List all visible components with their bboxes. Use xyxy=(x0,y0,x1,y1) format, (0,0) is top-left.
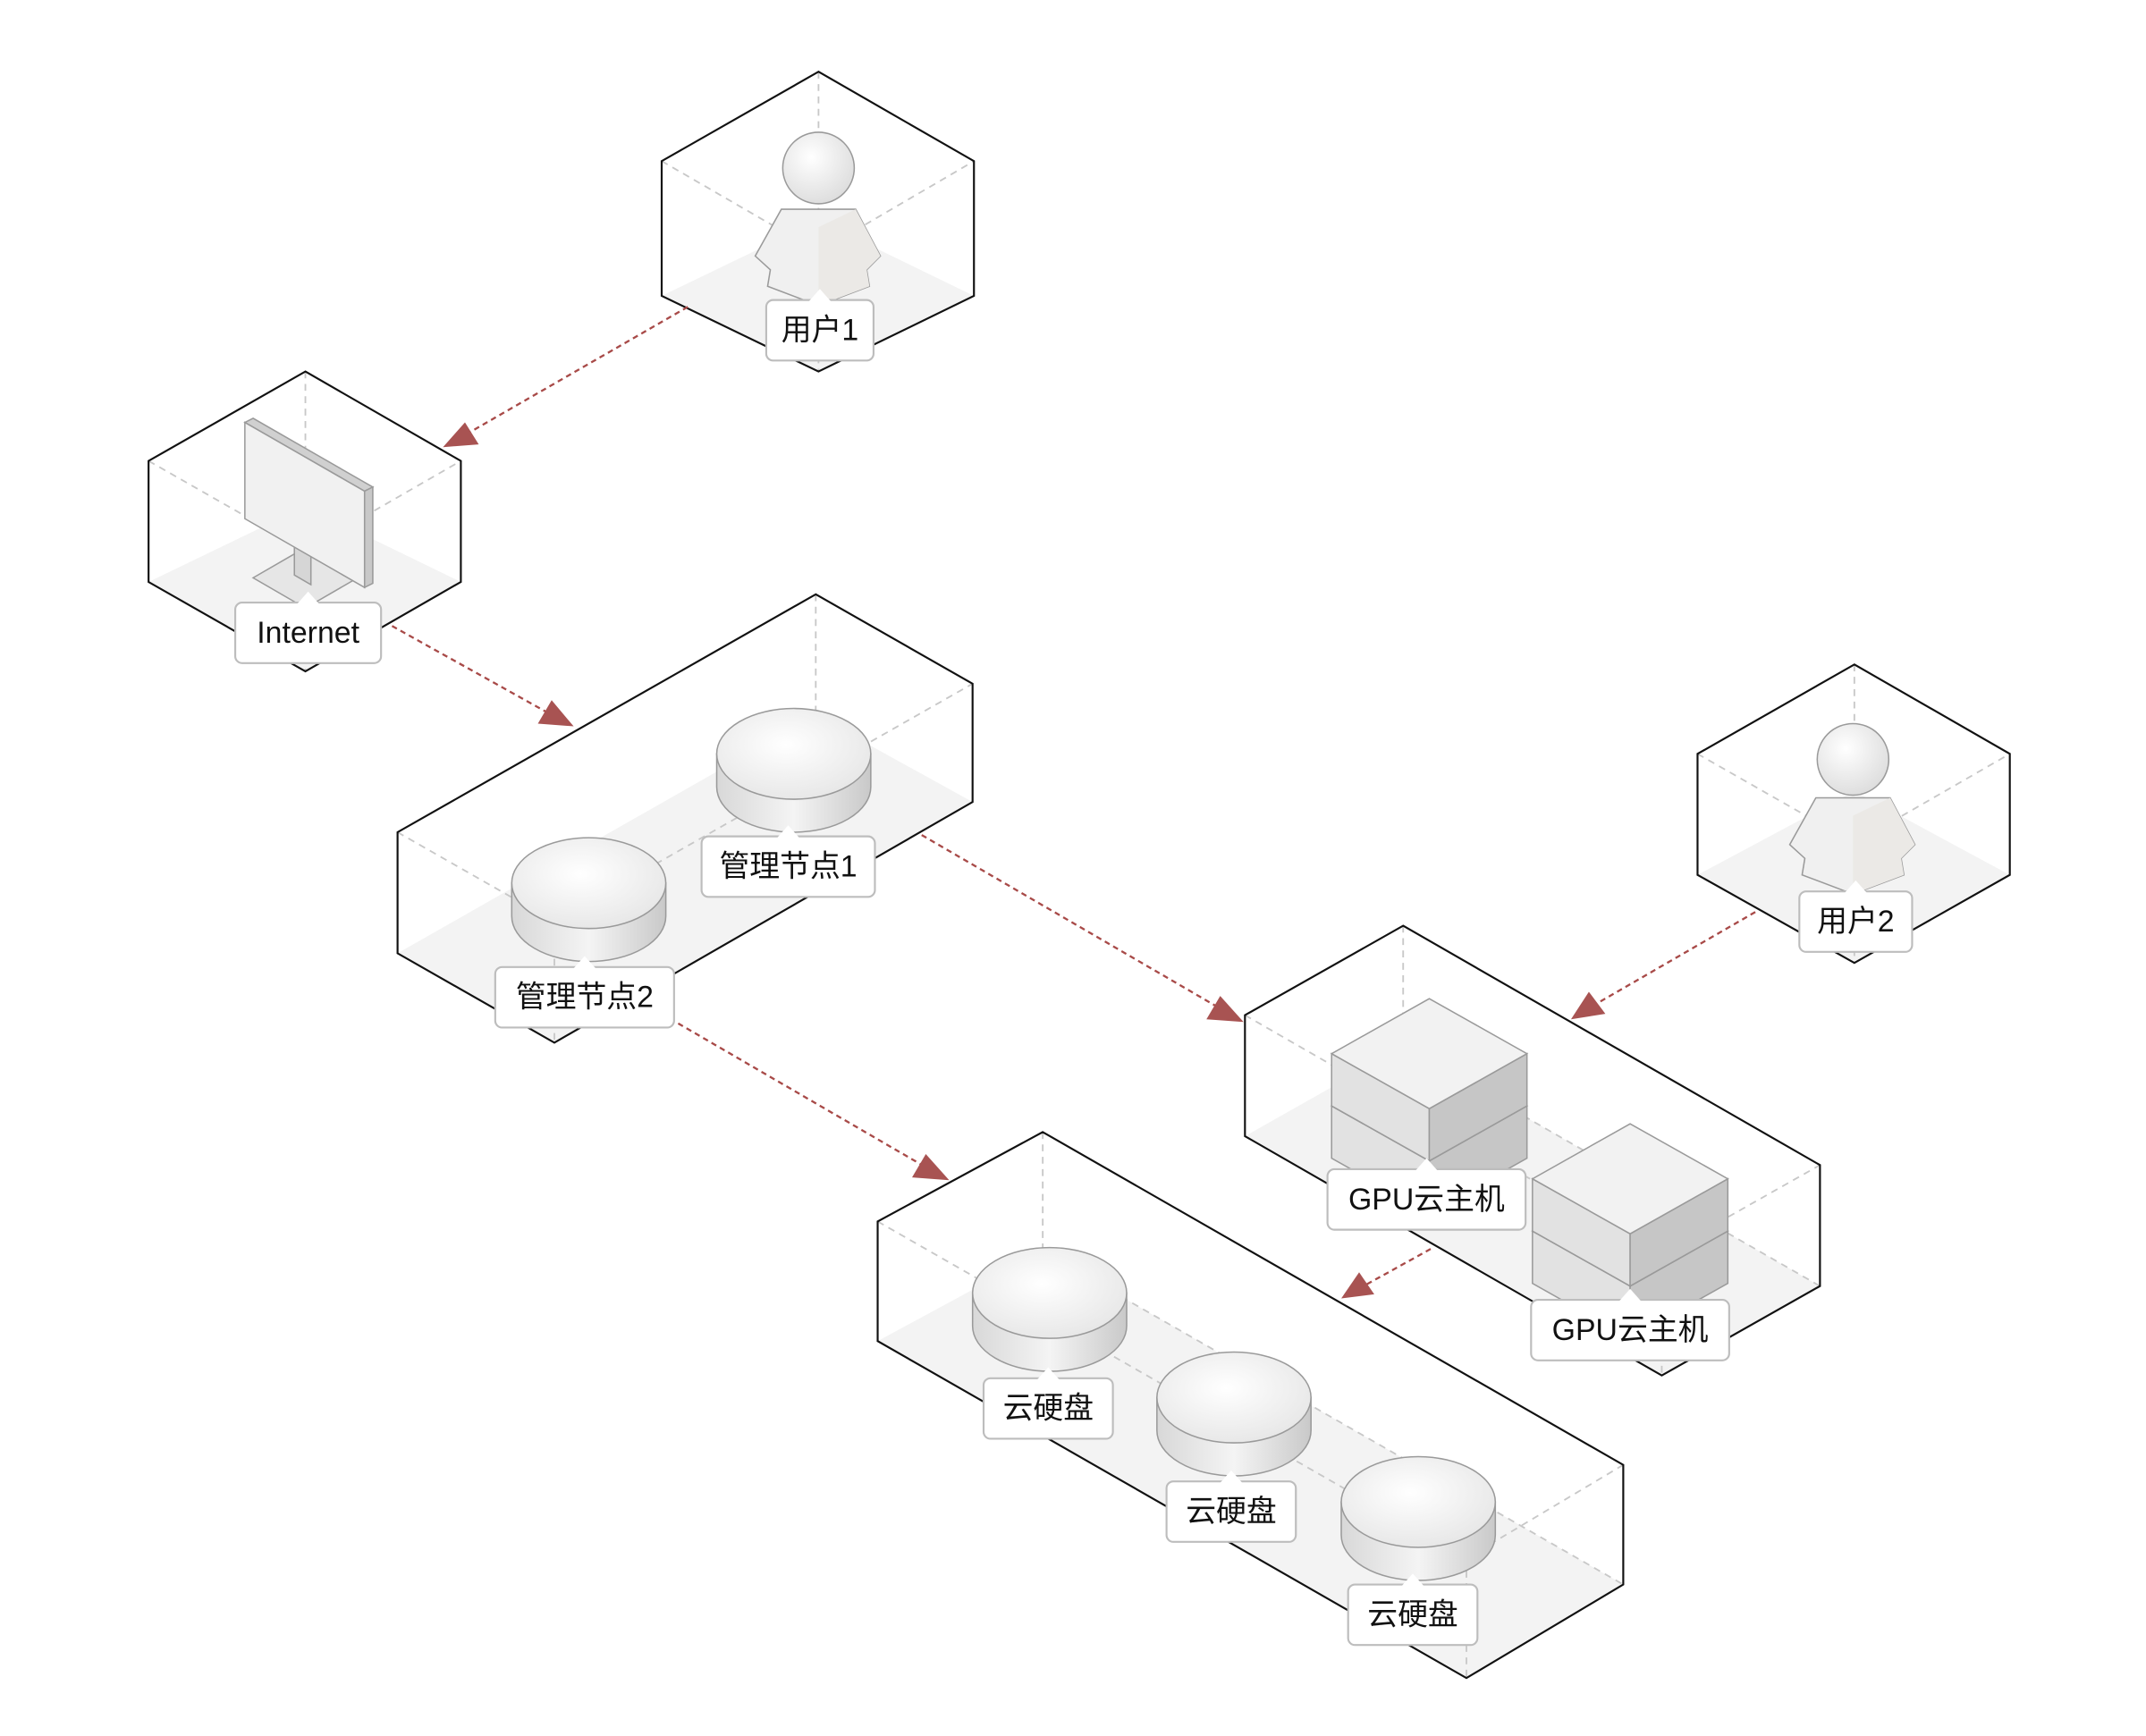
label-text: 云硬盘 xyxy=(1186,1495,1276,1529)
label-internet[interactable]: Internet xyxy=(234,591,383,664)
link-gpu-disk xyxy=(1341,1248,1432,1299)
monitor-icon xyxy=(243,417,375,610)
links xyxy=(391,306,1756,1299)
person-icon xyxy=(754,131,882,307)
link-user1-internet xyxy=(443,306,689,448)
link-mgmt-disk xyxy=(677,1022,950,1181)
label-mgmt2[interactable]: 管理节点2 xyxy=(494,956,675,1029)
label-text: GPU云主机 xyxy=(1348,1183,1505,1217)
link-user2-gpu xyxy=(1570,911,1756,1020)
link-mgmt-gpu xyxy=(921,834,1244,1023)
label-disk1[interactable]: 云硬盘 xyxy=(982,1367,1114,1440)
disk-icon xyxy=(971,1246,1128,1372)
label-text: 云硬盘 xyxy=(1367,1597,1457,1631)
label-text: 用户1 xyxy=(782,313,858,347)
label-user2[interactable]: 用户2 xyxy=(1798,880,1914,953)
server-icon xyxy=(1531,1123,1729,1340)
label-mgmt1[interactable]: 管理节点1 xyxy=(700,825,876,898)
label-text: GPU云主机 xyxy=(1552,1313,1709,1347)
disk-icon xyxy=(1156,1351,1312,1477)
management-group xyxy=(396,593,974,1044)
disk-icon xyxy=(1340,1455,1497,1581)
person-icon xyxy=(1788,722,1916,896)
label-disk3[interactable]: 云硬盘 xyxy=(1347,1573,1479,1647)
label-disk2[interactable]: 云硬盘 xyxy=(1165,1470,1297,1543)
label-text: Internet xyxy=(257,616,359,650)
label-text: 管理节点1 xyxy=(719,849,857,883)
cylinder-icon xyxy=(511,837,667,963)
label-gpu1[interactable]: GPU云主机 xyxy=(1326,1158,1527,1231)
label-user1[interactable]: 用户1 xyxy=(765,289,875,362)
server-icon xyxy=(1330,998,1529,1215)
label-text: 云硬盘 xyxy=(1003,1392,1094,1426)
link-internet-mgmt xyxy=(391,625,574,727)
label-text: 管理节点2 xyxy=(516,981,654,1015)
label-gpu2[interactable]: GPU云主机 xyxy=(1530,1288,1730,1361)
cylinder-icon xyxy=(715,707,872,833)
label-text: 用户2 xyxy=(1817,905,1894,939)
